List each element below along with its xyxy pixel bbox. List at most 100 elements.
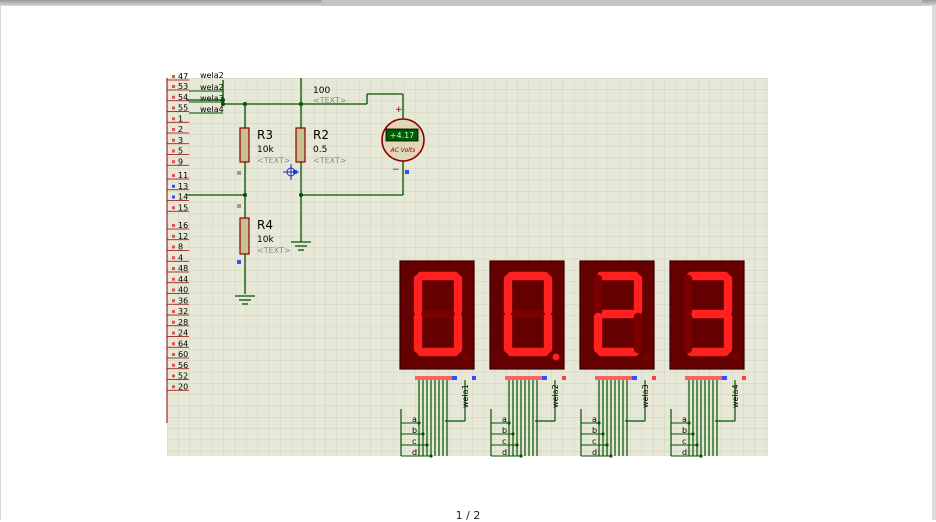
display-wela-label: wela2 [551, 384, 560, 408]
bus-pin-label: 14 [178, 193, 188, 202]
bus-pin-label: 5 [178, 147, 183, 156]
bus-pin-marker [172, 277, 175, 281]
bus-pin-label: 56 [178, 361, 188, 370]
window-top-edge [0, 0, 936, 6]
bus-pin-label: 48 [178, 264, 188, 273]
bus-pin-label: 44 [178, 275, 188, 284]
resistor-r4[interactable]: R4 10k <TEXT> [239, 217, 291, 255]
segment-pin-label: d [502, 448, 507, 457]
resistor-r3[interactable]: R3 10k <TEXT> [239, 127, 291, 165]
bus-pin-label: 13 [178, 182, 188, 191]
junction-dot [691, 432, 695, 436]
bus-pin-marker [172, 160, 175, 164]
voltmeter-minus: − [392, 165, 400, 175]
decimal-point [462, 353, 470, 361]
r2-name: R2 [313, 128, 329, 142]
junction-dot [609, 454, 613, 458]
bus-pin-label: 60 [178, 350, 188, 359]
bus-pin-marker [172, 374, 175, 378]
bus-pin-label: 64 [178, 339, 188, 348]
junction-dot [511, 432, 515, 436]
resistor-r2[interactable]: R2 0.5 <TEXT> [295, 127, 347, 165]
bus-pin-label: 3 [178, 136, 183, 145]
voltmeter-screen [385, 128, 419, 142]
display-wela-label: wela1 [461, 384, 470, 408]
bus-pin-marker [172, 184, 175, 188]
bus-pin-label: 8 [178, 243, 183, 252]
ground-symbol-1 [291, 238, 311, 251]
display-wela-label: wela3 [641, 384, 650, 408]
bus-pin-label: 55 [178, 104, 188, 113]
segment-pin-label: c [682, 437, 686, 446]
bus-pin-marker [172, 117, 175, 121]
junction-dot [519, 454, 523, 458]
junction-dot [425, 443, 429, 447]
display-pin-header [415, 376, 455, 380]
bus-pin-label: 47 [178, 72, 188, 81]
bus-pin-label: 32 [178, 307, 188, 316]
display-pin-header [595, 376, 635, 380]
bus-pin-marker [172, 138, 175, 142]
segment-pin-label: b [502, 426, 507, 435]
segment-pin-label: c [592, 437, 596, 446]
bus-pin-marker [172, 106, 175, 110]
wire-label-value: 100 [313, 86, 330, 96]
toolbar-strip [322, 0, 922, 6]
bus-pin-marker [172, 234, 175, 238]
segment-pin-label: a [592, 415, 597, 424]
display-pin-header [685, 376, 725, 380]
schematic-canvas[interactable]: 4753545512359111314151612844844403632282… [166, 71, 768, 458]
decimal-point [642, 353, 650, 361]
bus-pin-marker [172, 195, 175, 199]
r4-value: 10k [257, 235, 274, 245]
junction-dot [687, 421, 691, 425]
junction-dot [429, 454, 433, 458]
segment-pin-label: a [682, 415, 687, 424]
r3-text: <TEXT> [257, 156, 291, 165]
segment-pin-label: a [502, 415, 507, 424]
bus-pin-marker [172, 310, 175, 313]
voltmeter-reading: +4.17 [390, 131, 415, 140]
vertical-scrollbar[interactable] [932, 6, 936, 520]
bus-pin-label: 4 [178, 253, 183, 262]
segment-pin-label: c [412, 437, 416, 446]
net-label: wela2 [200, 83, 224, 92]
pin-marker [632, 376, 637, 380]
bus-pin-marker [172, 224, 175, 227]
junction-dots [221, 98, 303, 197]
bus-pin-label: 16 [178, 221, 188, 230]
segment-pin-label: c [502, 437, 506, 446]
bus-pin-marker [172, 342, 175, 346]
bus-pin-marker [172, 363, 175, 367]
decimal-point [732, 353, 740, 361]
pin-marker [472, 376, 476, 380]
voltmeter-mode: AC Volts [390, 147, 416, 154]
bus-pin-label: 2 [178, 125, 183, 134]
pin-marker [742, 376, 746, 380]
bus-pin-label: 1 [178, 114, 183, 123]
ac-voltmeter[interactable]: +4.17 AC Volts + − [381, 105, 425, 175]
junction-dot [421, 432, 425, 436]
bus-pin-label: 53 [178, 82, 188, 91]
junction-dot [699, 454, 703, 458]
junction-dot [597, 421, 601, 425]
bus-pin-label: 12 [178, 232, 188, 241]
r3-name: R3 [257, 128, 273, 142]
junction-dot [515, 443, 519, 447]
decimal-point [552, 353, 560, 361]
junction-dot [507, 421, 511, 425]
junction-dot [417, 421, 421, 425]
bus-pin-marker [172, 353, 175, 356]
bus-pin-marker [172, 320, 175, 324]
bus-pin-label: 54 [178, 93, 188, 102]
pin-marker [452, 376, 457, 380]
ground-symbol-2 [235, 295, 255, 305]
net-label: wela3 [200, 94, 224, 103]
pin-marker [652, 376, 656, 380]
bus-pin-marker [172, 256, 175, 260]
